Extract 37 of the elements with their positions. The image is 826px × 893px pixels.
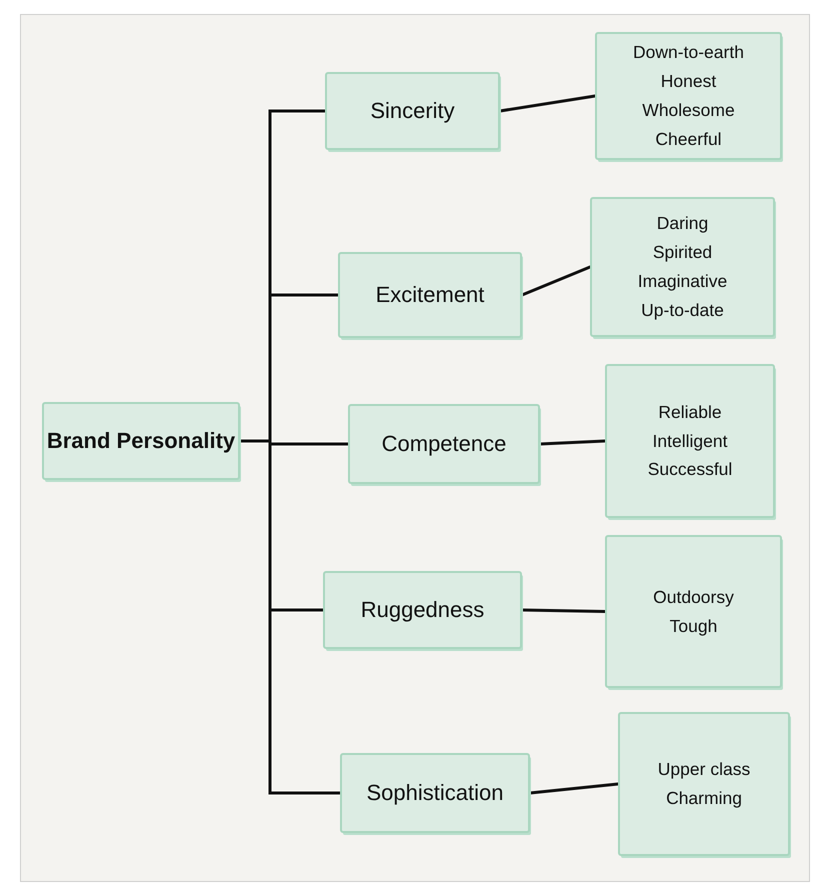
category-box — [325, 72, 500, 150]
trait-label: Imaginative — [638, 270, 728, 293]
category-label: Excitement — [376, 282, 484, 308]
trait-label: Spirited — [652, 241, 712, 264]
trait-label: Reliable — [658, 400, 722, 424]
trait-label: Honest — [660, 70, 716, 94]
category-box — [340, 753, 530, 833]
trait-box — [590, 197, 775, 337]
trait-label: Up-to-date — [641, 298, 724, 322]
category-label: Competence — [382, 430, 506, 458]
category-label: Sincerity — [370, 98, 455, 124]
category-label: Sophistication — [366, 780, 504, 806]
trait-box — [618, 712, 790, 856]
trait-label: Cheerful — [655, 128, 722, 151]
trait-label: Charming — [666, 787, 742, 810]
trait-box — [605, 364, 775, 518]
trait-label: Successful — [648, 458, 732, 482]
root-label: Brand Personality — [46, 426, 236, 455]
trait-label: Down-to-earth — [633, 41, 744, 64]
trait-label: Tough — [670, 614, 718, 638]
connector-line — [538, 440, 606, 446]
trait-label: Outdoorsy — [653, 586, 734, 609]
connector-line — [498, 94, 596, 112]
root-box — [42, 402, 240, 480]
category-box — [348, 404, 540, 484]
trait-label: Intelligent — [652, 430, 728, 453]
category-label: Ruggedness — [360, 596, 484, 624]
category-box — [323, 571, 522, 649]
trait-box — [595, 32, 782, 160]
trait-label: Daring — [656, 212, 708, 236]
connector-line — [520, 266, 592, 296]
trait-box — [605, 535, 782, 688]
category-box — [338, 252, 522, 338]
trait-label: Upper class — [658, 758, 750, 782]
connector-line — [520, 608, 606, 613]
trait-label: Wholesome — [642, 99, 735, 122]
connector-line — [528, 782, 620, 794]
